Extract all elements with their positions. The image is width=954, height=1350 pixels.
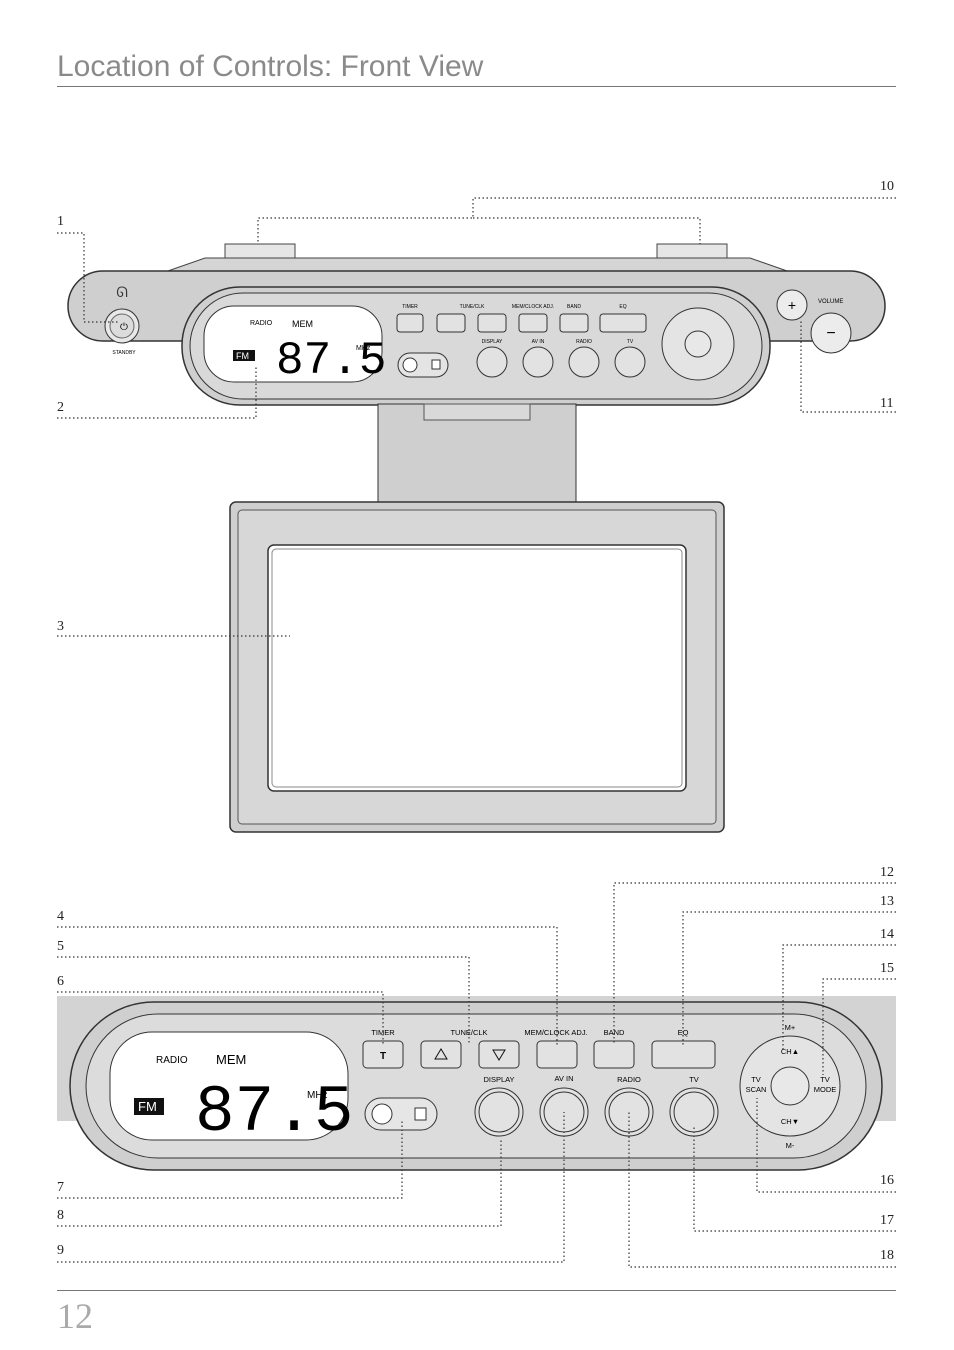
svg-text:T: T — [380, 1051, 386, 1062]
radio-button[interactable] — [568, 346, 600, 378]
callout-15: 15 — [880, 961, 894, 976]
callout-13: 13 — [880, 894, 894, 909]
zoom-timer-button[interactable] — [362, 1040, 404, 1069]
callout-11: 11 — [880, 396, 894, 411]
svg-text:TV: TV — [627, 339, 634, 345]
down-arrow-icon — [492, 1049, 506, 1061]
svg-text:−: − — [826, 325, 835, 342]
up-arrow-icon — [434, 1048, 448, 1060]
timer-button[interactable] — [396, 313, 424, 333]
callout-10: 10 — [880, 179, 894, 194]
svg-text:AV IN: AV IN — [532, 339, 545, 345]
callout-9: 9 — [57, 1243, 64, 1258]
eq-button[interactable] — [599, 313, 647, 333]
mem-clock-button[interactable] — [518, 313, 548, 333]
svg-text:TV: TV — [689, 1075, 699, 1084]
lcd-mem-label: MEM — [292, 319, 313, 329]
standby-label: STANDBY — [112, 350, 136, 356]
callout-16: 16 — [880, 1173, 894, 1188]
display-button[interactable] — [476, 346, 508, 378]
svg-text:MODE: MODE — [814, 1085, 837, 1094]
callout-3: 3 — [57, 619, 64, 634]
zoom-tune-down-button[interactable] — [478, 1040, 520, 1069]
callout-4: 4 — [57, 909, 64, 924]
lcd-screen — [267, 544, 687, 792]
lcd-frequency: 87.5 — [276, 335, 386, 387]
volume-up-button[interactable] — [776, 289, 808, 321]
svg-text:TUNE/CLK: TUNE/CLK — [450, 1028, 487, 1037]
power-icon: ⏻ — [120, 322, 128, 333]
band-button[interactable] — [559, 313, 589, 333]
callout-8: 8 — [57, 1208, 64, 1223]
tune-down-button[interactable] — [477, 313, 507, 333]
lcd-unit: MHz — [356, 345, 371, 352]
svg-text:TIMER: TIMER — [371, 1028, 395, 1037]
volume-label: VOLUME — [818, 299, 843, 305]
dpad-center[interactable] — [770, 1066, 810, 1106]
svg-text:BAND: BAND — [604, 1028, 625, 1037]
svg-text:MEM/CLOCK ADJ.: MEM/CLOCK ADJ. — [524, 1028, 587, 1037]
volume-down-button[interactable] — [810, 312, 852, 354]
svg-text:AV IN: AV IN — [554, 1074, 573, 1083]
lcd-band: FM — [236, 351, 249, 361]
top-lid — [164, 257, 791, 273]
callout-1: 1 — [57, 214, 64, 229]
page-title: Location of Controls: Front View — [57, 50, 484, 83]
footer-rule — [57, 1290, 896, 1291]
svg-text:BAND: BAND — [567, 304, 581, 310]
zoom-lcd-frequency: 87.5 — [195, 1075, 353, 1150]
svg-text:RADIO: RADIO — [156, 1055, 188, 1066]
svg-text:RADIO: RADIO — [617, 1075, 641, 1084]
callout-2: 2 — [57, 400, 64, 415]
zoom-band-button[interactable] — [593, 1040, 635, 1069]
tune-up-button[interactable] — [436, 313, 466, 333]
lcd-radio-label: RADIO — [250, 320, 273, 327]
ch-up-label: CH▲ — [781, 1047, 799, 1056]
svg-text:M-: M- — [786, 1141, 795, 1150]
callout-7: 7 — [57, 1180, 64, 1195]
header-rule — [57, 86, 896, 87]
zoom-eq-button[interactable] — [651, 1040, 716, 1069]
svg-text:SCAN: SCAN — [746, 1085, 767, 1094]
zoom-mem-clock-button[interactable] — [536, 1040, 578, 1069]
page-number: 12 — [57, 1296, 93, 1336]
ch-down-label: CH▼ — [781, 1117, 799, 1126]
callout-14: 14 — [880, 927, 894, 942]
av-in-button[interactable] — [522, 346, 554, 378]
svg-text:MEM/CLOCK ADJ.: MEM/CLOCK ADJ. — [512, 304, 554, 310]
zoom-lcd-display — [109, 1031, 349, 1141]
svg-text:RADIO: RADIO — [576, 339, 592, 345]
svg-text:FM: FM — [138, 1099, 157, 1114]
zoom-display-button[interactable] — [474, 1087, 524, 1137]
svg-text:TV: TV — [751, 1075, 761, 1084]
tv-button[interactable] — [614, 346, 646, 378]
svg-text:DISPLAY: DISPLAY — [482, 339, 503, 345]
svg-text:DISPLAY: DISPLAY — [483, 1075, 514, 1084]
brand-logo-icon: ᘏ — [116, 284, 128, 300]
svg-text:+: + — [788, 297, 796, 313]
svg-text:TUNE/CLK: TUNE/CLK — [460, 304, 485, 310]
svg-text:TV: TV — [820, 1075, 830, 1084]
zoom-tune-up-button[interactable] — [420, 1040, 462, 1069]
callout-12: 12 — [880, 865, 894, 880]
callout-6: 6 — [57, 974, 64, 989]
svg-text:MEM: MEM — [216, 1052, 246, 1067]
callout-18: 18 — [880, 1248, 894, 1263]
svg-text:TIMER: TIMER — [402, 304, 418, 310]
zoom-radio-button[interactable] — [604, 1087, 654, 1137]
callout-17: 17 — [880, 1213, 894, 1228]
svg-text:EQ: EQ — [619, 304, 626, 310]
svg-text:M+: M+ — [785, 1023, 796, 1032]
callout-5: 5 — [57, 939, 64, 954]
lcd-display — [203, 305, 383, 383]
svg-text:MHz: MHz — [307, 1090, 328, 1101]
